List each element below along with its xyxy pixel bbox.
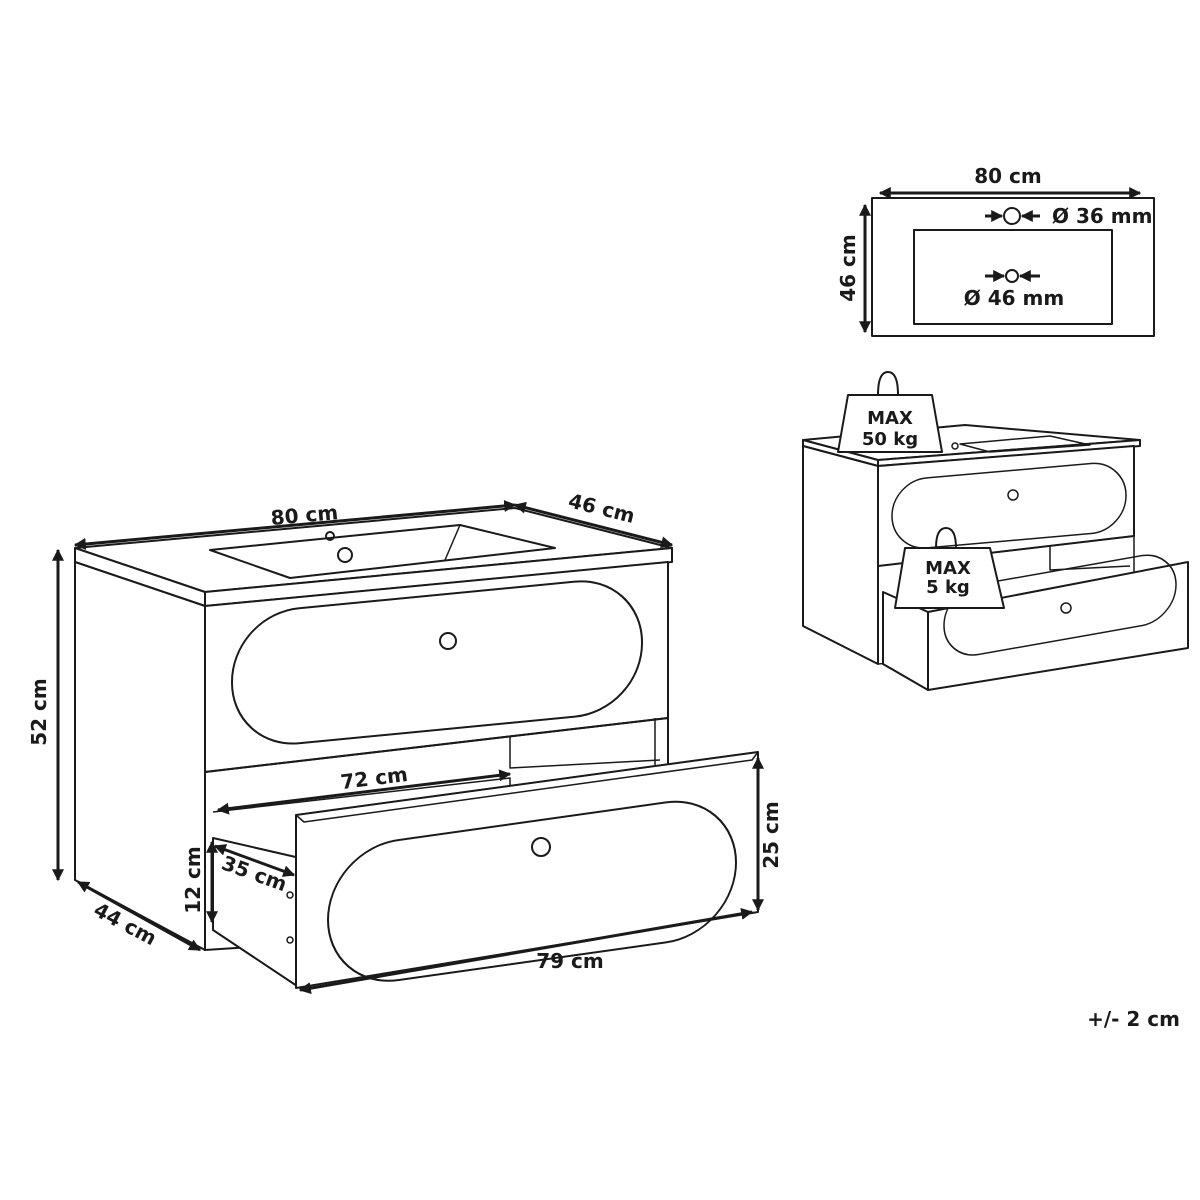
top-load-label-line2: 50 kg xyxy=(862,429,918,450)
main-cabinet-drawing: 80 cm 46 cm 52 cm 44 cm 72 cm 35 cm 12 c… xyxy=(27,488,783,995)
bottom-depth-dimension-line xyxy=(76,880,202,952)
top-depth-label: 46 cm xyxy=(836,234,860,302)
drawer-load-label-line2: 5 kg xyxy=(926,577,970,598)
depth-dimension-line xyxy=(513,501,674,549)
main-width-label: 80 cm xyxy=(270,500,339,530)
drawer-inner-width-label: 72 cm xyxy=(339,762,409,794)
tolerance-label: +/- 2 cm xyxy=(1087,1007,1180,1031)
drawer-height-label: 25 cm xyxy=(759,801,783,869)
top-load-label-line1: MAX xyxy=(867,408,913,429)
drawer-width-line xyxy=(298,907,754,995)
drawer-inner-width-line xyxy=(216,769,512,815)
main-height-label: 52 cm xyxy=(27,678,51,746)
width-dimension-line xyxy=(73,500,517,550)
load-view-drawing: MAX 50 kg MAX 5 kg xyxy=(802,371,1189,691)
drawer-load-label-line1: MAX xyxy=(925,558,971,579)
tap-hole-label: Ø 36 mm xyxy=(1052,204,1152,228)
drain-hole-icon xyxy=(1005,269,1019,283)
top-width-label: 80 cm xyxy=(974,164,1042,188)
drain-hole-label: Ø 46 mm xyxy=(964,286,1064,310)
top-view-drawing: 80 cm 46 cm Ø 36 mm Ø 46 mm xyxy=(836,164,1155,337)
drawer-inner-depth-line xyxy=(213,844,296,877)
drawer-width-label: 79 cm xyxy=(536,949,604,973)
drawer-inner-height-label: 12 cm xyxy=(181,846,205,914)
tap-hole-icon xyxy=(1003,207,1021,225)
